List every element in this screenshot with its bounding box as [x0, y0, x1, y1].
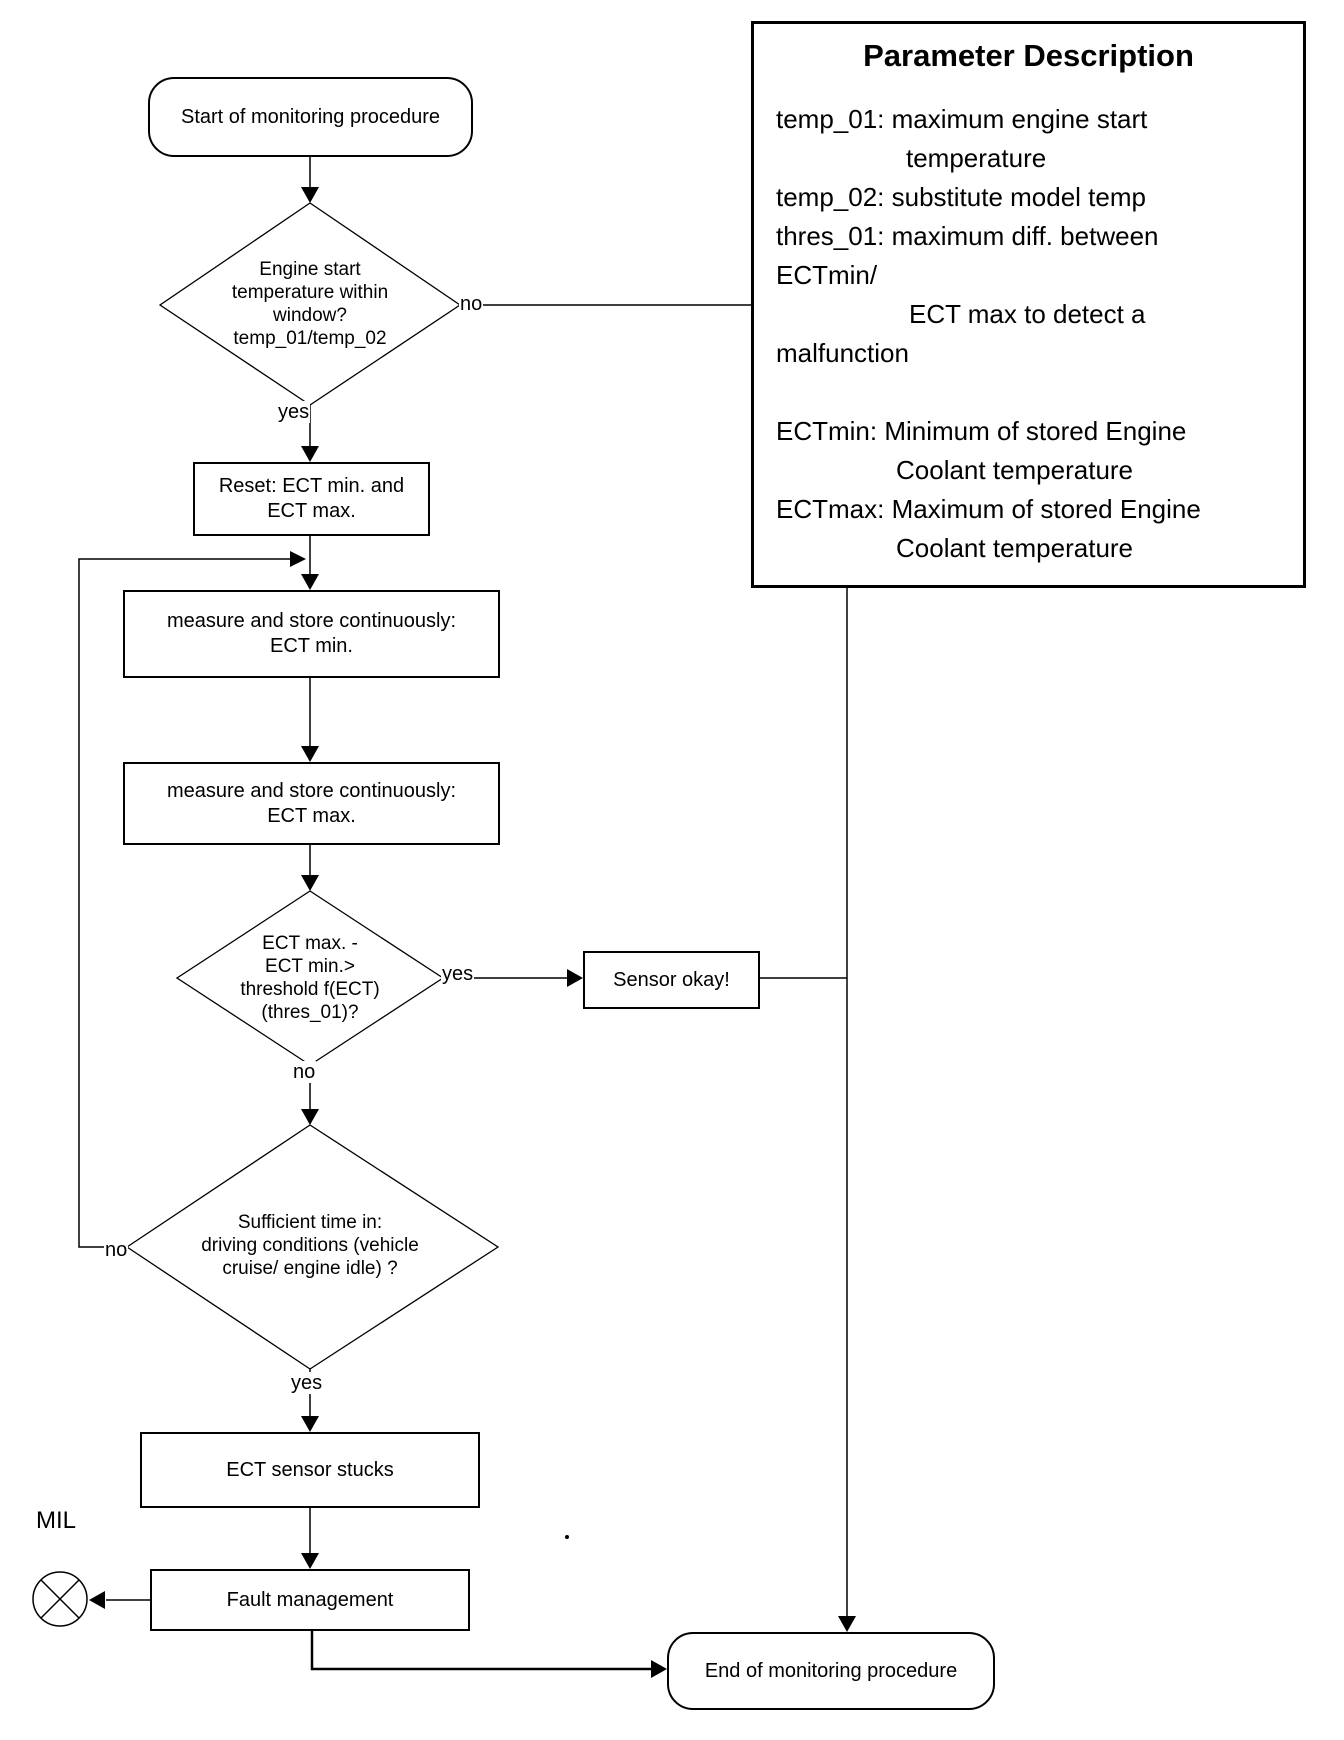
- param-line: temp_02: substitute model temp: [776, 182, 1146, 212]
- decision-threshold-label: ECT max. - ECT min.> threshold f(ECT) (t…: [240, 933, 380, 1023]
- decision-time-label: Sufficient time in: driving conditions (…: [201, 1212, 419, 1279]
- node-fault-management: Fault management: [150, 1569, 470, 1631]
- node-start-label: Start of monitoring procedure: [180, 105, 441, 128]
- node-end: End of monitoring procedure: [667, 1632, 995, 1710]
- node-reset-line2: ECT max.: [267, 500, 356, 522]
- param-line: ECTmax: Maximum of stored Engine: [776, 494, 1201, 524]
- node-measure-max-line1: measure and store continuously:: [166, 779, 457, 802]
- node-fault-management-label: Fault management: [226, 1588, 394, 1611]
- stray-dot-artifact: [565, 1535, 569, 1539]
- node-measure-max-line2: ECT max.: [267, 804, 356, 827]
- edge-label-time-yes: yes: [290, 1372, 324, 1394]
- node-ect-sensor-stucks-label: ECT sensor stucks: [226, 1458, 394, 1481]
- parameter-panel: Parameter Description temp_01: maximum e…: [751, 21, 1306, 588]
- param-line: ECTmin: Minimum of stored Engine: [776, 416, 1187, 446]
- node-ect-sensor-stucks: ECT sensor stucks: [140, 1432, 480, 1508]
- param-line: thres_01: maximum diff. between: [776, 221, 1159, 251]
- param-line: Coolant temperature: [896, 455, 1134, 485]
- parameter-panel-lines: temp_01: maximum engine start temperatur…: [754, 100, 1303, 568]
- mil-label: MIL: [36, 1507, 77, 1534]
- decision-time-diamond: [125, 1124, 500, 1370]
- node-reset-line1: Reset: ECT min. and: [218, 475, 405, 497]
- node-start: Start of monitoring procedure: [148, 77, 473, 157]
- node-sensor-okay-label: Sensor okay!: [613, 968, 730, 991]
- node-reset: Reset: ECT min. and ECT max.: [193, 462, 430, 536]
- edge-label-window-no: no: [459, 293, 484, 315]
- node-end-label: End of monitoring procedure: [704, 1659, 958, 1682]
- arrowheads: [89, 187, 856, 1678]
- edge-label-threshold-no: no: [292, 1061, 317, 1083]
- param-line: temperature: [906, 143, 1047, 173]
- parameter-panel-title: Parameter Description: [863, 38, 1194, 73]
- mil-indicator-icon: [32, 1571, 88, 1627]
- param-line: ECT max to detect a: [909, 299, 1146, 329]
- node-sensor-okay: Sensor okay!: [583, 951, 760, 1009]
- edge-label-time-no: no: [104, 1239, 129, 1261]
- node-measure-min-line1: measure and store continuously:: [166, 610, 457, 632]
- param-line: [776, 373, 1295, 412]
- node-measure-max: measure and store continuously: ECT max.: [123, 762, 500, 845]
- param-line: temp_01: maximum engine start: [776, 104, 1148, 134]
- param-line: Coolant temperature: [896, 533, 1134, 563]
- node-measure-min: measure and store continuously: ECT min.: [123, 590, 500, 678]
- edge-label-threshold-yes: yes: [441, 963, 475, 985]
- edge-label-window-yes: yes: [277, 401, 311, 423]
- param-line: ECTmin/: [776, 260, 878, 290]
- fault-to-end-connector: [310, 1631, 652, 1671]
- decision-window-label: Engine start temperature within window? …: [231, 259, 389, 349]
- node-measure-min-line2: ECT min.: [270, 635, 353, 657]
- connector-lines: [78, 157, 848, 1618]
- param-line: malfunction: [776, 338, 909, 368]
